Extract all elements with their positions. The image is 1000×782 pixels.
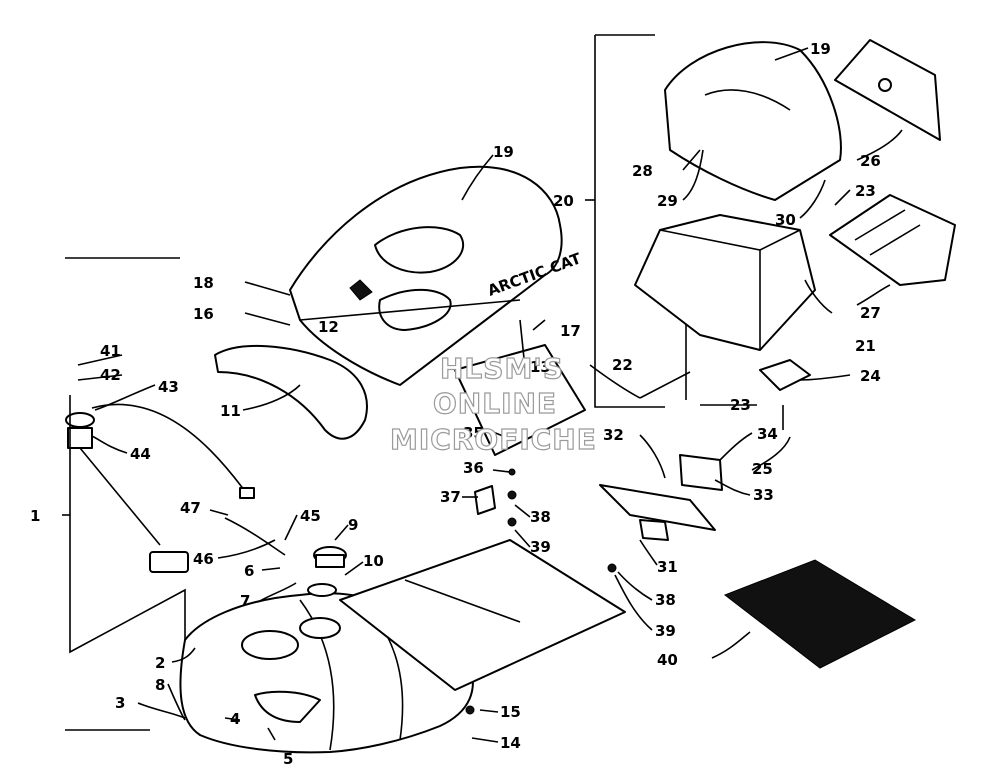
callout-22: 22 [612, 356, 633, 374]
callout-38-right: 38 [655, 591, 676, 609]
callout-45: 45 [300, 507, 321, 525]
callout-3: 3 [115, 694, 125, 712]
callout-23-lower: 23 [730, 396, 751, 414]
callout-11: 11 [220, 402, 241, 420]
tray-27 [829, 194, 956, 286]
panel-26 [834, 39, 941, 141]
callout-32: 32 [603, 426, 624, 444]
callout-28: 28 [632, 162, 653, 180]
callout-4: 4 [230, 710, 240, 728]
callout-39-left: 39 [530, 538, 551, 556]
callout-47: 47 [180, 499, 201, 517]
callout-36: 36 [463, 459, 484, 477]
callout-2: 2 [155, 654, 165, 672]
callout-9: 9 [348, 516, 358, 534]
leader-lines [62, 47, 903, 743]
callout-33: 33 [753, 486, 774, 504]
callout-10: 10 [363, 552, 384, 570]
callout-23-upper: 23 [855, 182, 876, 200]
brackets [599, 454, 723, 541]
callout-13: 13 [530, 358, 551, 376]
callout-38-left: 38 [530, 508, 551, 526]
callout-12: 12 [318, 318, 339, 336]
callout-15: 15 [500, 703, 521, 721]
callout-20: 20 [553, 192, 574, 210]
callout-14: 14 [500, 734, 521, 752]
callout-35: 35 [463, 424, 484, 442]
storage-box [634, 214, 816, 351]
callout-16: 16 [193, 305, 214, 323]
watermark: HLSM'S ONLINE MICROFICHE [389, 351, 597, 456]
storage-cover [664, 41, 842, 201]
hardware [465, 468, 617, 715]
callout-42: 42 [100, 366, 121, 384]
tail-box [454, 344, 586, 456]
seat-pan [339, 539, 626, 691]
callout-6: 6 [244, 562, 254, 580]
seat: ARCTIC CAT [289, 165, 584, 386]
callout-5: 5 [283, 750, 293, 768]
misc-hardware-right [639, 325, 811, 430]
callout-40: 40 [657, 651, 678, 669]
callout-43: 43 [158, 378, 179, 396]
callout-25: 25 [752, 460, 773, 478]
frame-lines [65, 34, 665, 731]
callout-1: 1 [30, 507, 40, 525]
callout-44: 44 [130, 445, 151, 463]
watermark-line-2: ONLINE [433, 387, 557, 420]
callout-46: 46 [193, 550, 214, 568]
callout-31: 31 [657, 558, 678, 576]
callout-34: 34 [757, 425, 778, 443]
callout-8: 8 [155, 676, 165, 694]
callout-37: 37 [440, 488, 461, 506]
fuel-cap [307, 546, 347, 597]
callout-30: 30 [775, 211, 796, 229]
callout-labels: 1 2 3 4 5 6 7 8 9 10 11 12 13 14 15 16 1… [30, 40, 881, 768]
callout-7: 7 [240, 592, 250, 610]
callout-39-right: 39 [655, 622, 676, 640]
callout-41: 41 [100, 342, 121, 360]
fuel-pump-assembly [65, 403, 286, 573]
callout-19-seat: 19 [493, 143, 514, 161]
watermark-line-3: MICROFICHE [390, 423, 597, 456]
callout-26: 26 [860, 152, 881, 170]
callout-24: 24 [860, 367, 881, 385]
callout-19-cover: 19 [810, 40, 831, 58]
callout-27: 27 [860, 304, 881, 322]
watermark-line-1: HLSM'S [440, 352, 564, 385]
floor-mat [723, 559, 917, 669]
callout-18: 18 [193, 274, 214, 292]
callout-17: 17 [560, 322, 581, 340]
callout-21: 21 [855, 337, 876, 355]
callout-29: 29 [657, 192, 678, 210]
